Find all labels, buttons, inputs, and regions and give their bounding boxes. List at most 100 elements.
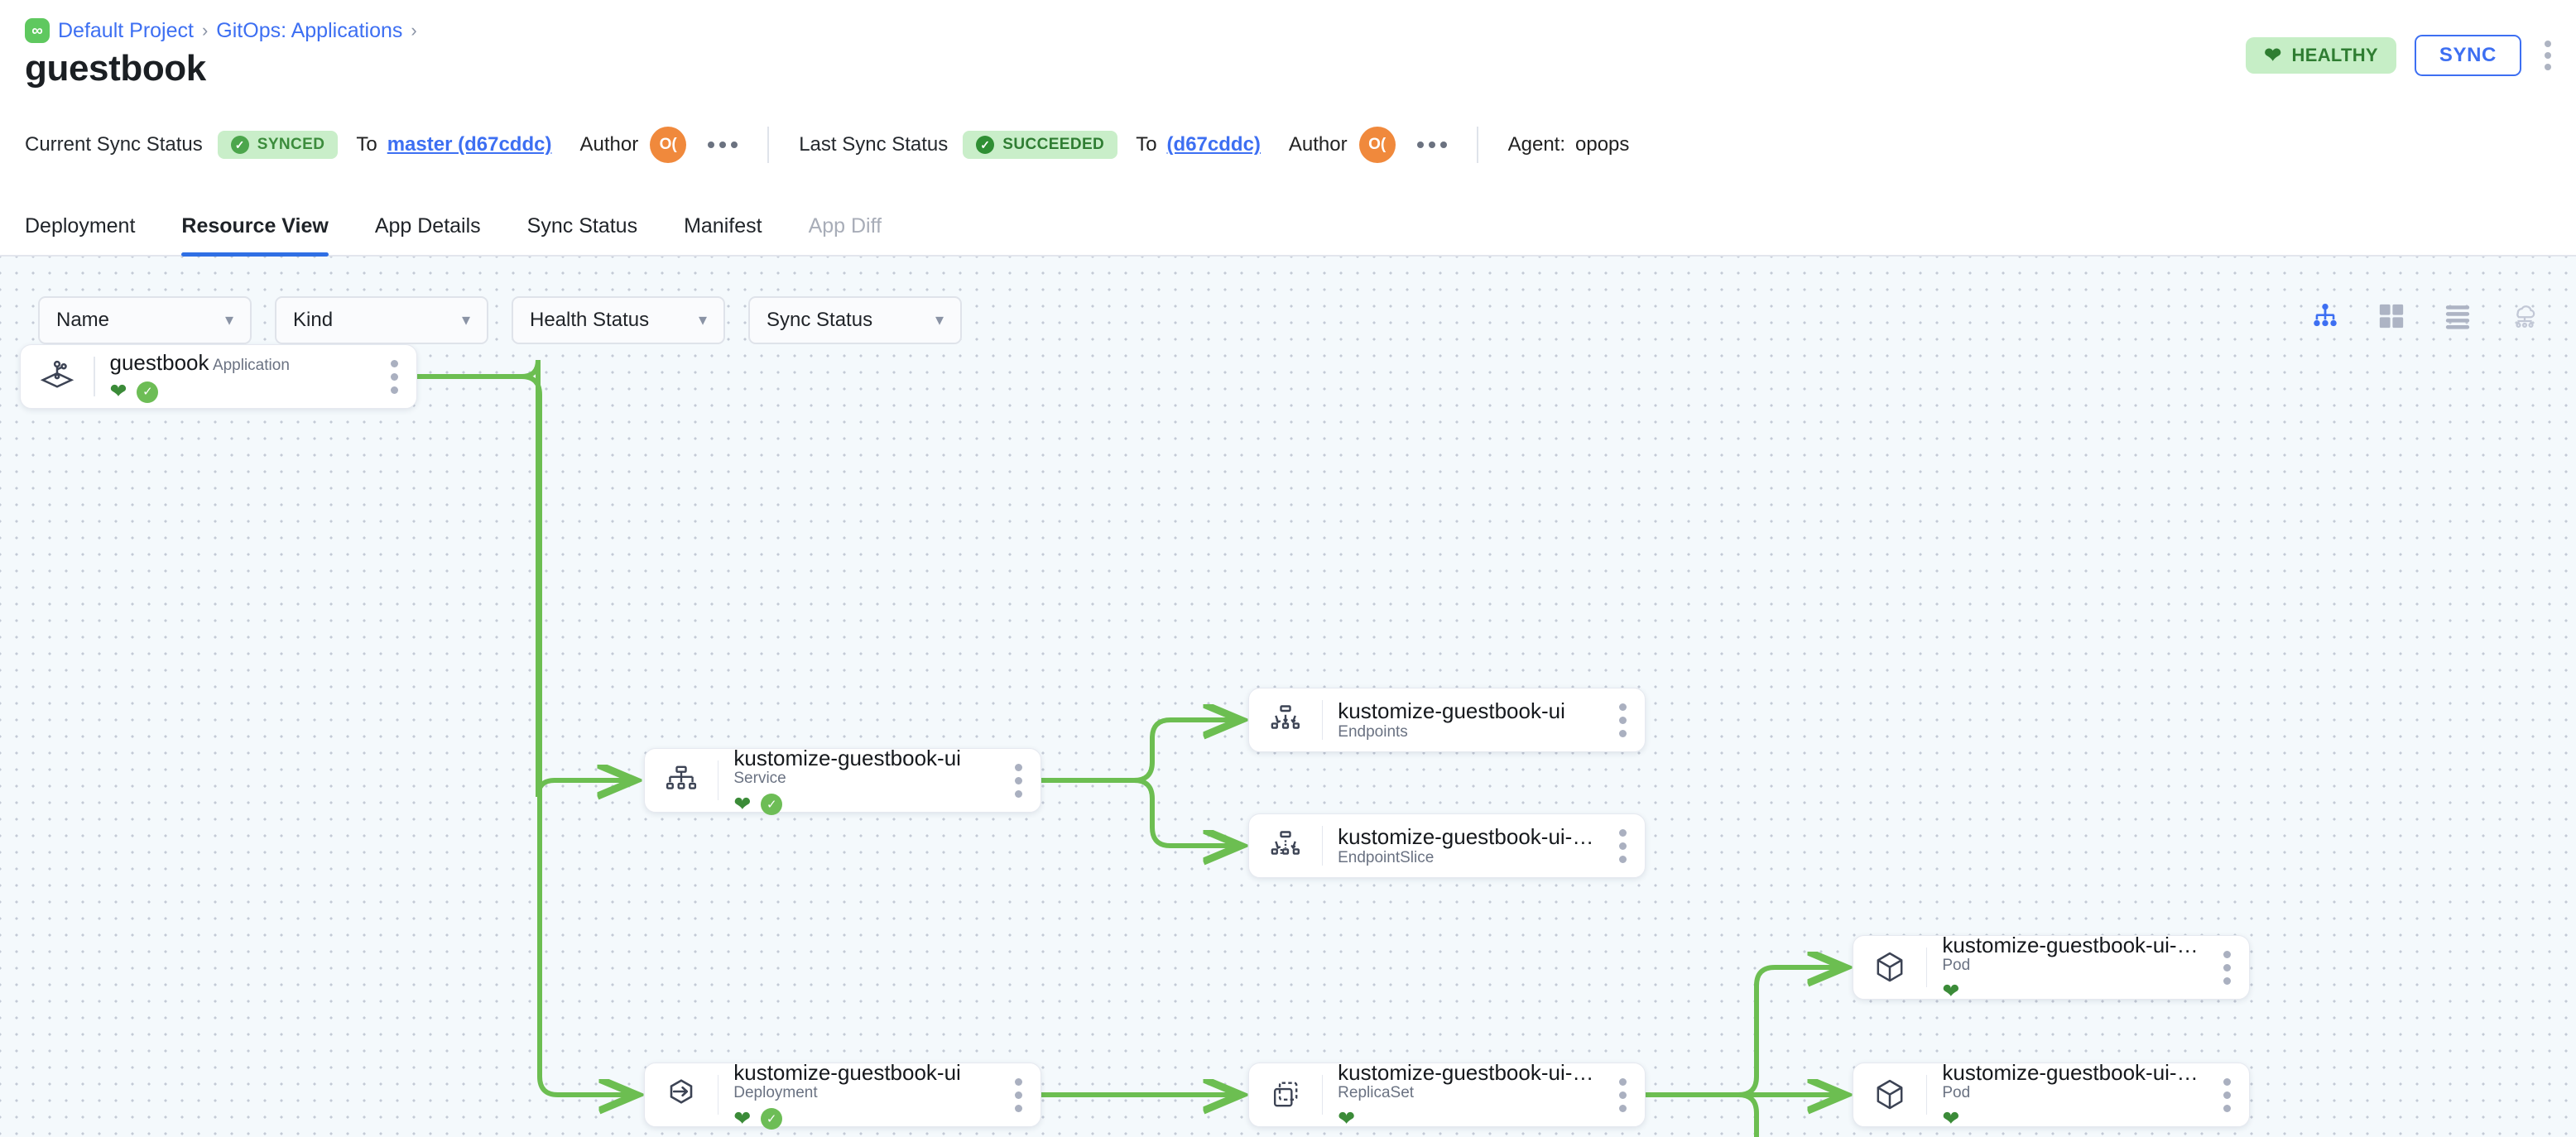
graph-node-deployment[interactable]: kustomize-guestbook-ui Deployment ❤ ✓	[644, 1060, 1041, 1130]
graph-node-endpoints[interactable]: kustomize-guestbook-ui Endpoints	[1248, 688, 1646, 752]
graph-node-application[interactable]: guestbook Application ❤ ✓	[20, 344, 417, 409]
graph-node-replicaset[interactable]: kustomize-guestbook-ui-… ReplicaSet ❤	[1248, 1060, 1646, 1130]
node-badges: ❤ ✓	[733, 1108, 995, 1130]
last-sync-status-label: Last Sync Status	[799, 133, 949, 156]
divider	[94, 357, 95, 396]
node-content: guestbook Application ❤ ✓	[95, 350, 383, 403]
current-sync-more-icon[interactable]	[708, 142, 738, 148]
current-sync-status-value: SYNCED	[257, 136, 325, 153]
divider	[1322, 700, 1324, 740]
tab-sync-status[interactable]: Sync Status	[526, 214, 638, 237]
node-kind: Endpoints	[1338, 722, 1408, 741]
node-name: kustomize-guestbook-ui-…	[1942, 932, 2199, 957]
header-actions: ❤ HEALTHY SYNC	[2246, 35, 2556, 76]
node-name: kustomize-guestbook-ui	[733, 745, 961, 770]
filter-sync-status-label: Sync Status	[767, 309, 873, 331]
node-content: kustomize-guestbook-ui Deployment ❤ ✓	[718, 1060, 1007, 1130]
breadcrumb-link-gitops-applications[interactable]: GitOps: Applications	[216, 18, 403, 42]
service-icon	[645, 762, 718, 799]
heart-icon: ❤	[733, 1106, 752, 1130]
heart-icon: ❤	[733, 792, 752, 816]
filter-bar: Name ▾ Kind ▾ Health Status ▾ Sync Statu…	[38, 296, 962, 344]
header-overflow-menu-icon[interactable]	[2540, 37, 2556, 74]
node-menu-icon[interactable]	[1611, 703, 1645, 737]
circle-check-icon: ✓	[761, 1108, 783, 1130]
network-view-icon[interactable]	[2510, 301, 2540, 331]
node-name: kustomize-guestbook-ui-…	[1338, 1059, 1594, 1085]
node-badges: ❤ ✓	[110, 381, 372, 403]
breadcrumb-separator-icon: ›	[411, 20, 417, 41]
node-menu-icon[interactable]	[382, 359, 416, 394]
tab-app-details[interactable]: App Details	[374, 214, 481, 237]
circle-check-icon: ✓	[137, 381, 159, 403]
last-revision-link[interactable]: (d67cddc)	[1166, 133, 1261, 156]
avatar: O(	[650, 127, 687, 163]
graph-node-pod-1[interactable]: kustomize-guestbook-ui-… Pod ❤	[1853, 933, 2250, 1003]
app-header: ∞ Default Project › GitOps: Applications…	[0, 0, 2576, 257]
pod-icon	[1853, 1076, 1926, 1114]
heart-icon: ❤	[1942, 1106, 1960, 1130]
last-sync-status-value: SUCCEEDED	[1002, 136, 1105, 153]
current-sync-status-label: Current Sync Status	[25, 133, 203, 156]
filter-health-status-select[interactable]: Health Status ▾	[512, 296, 725, 344]
tree-view-icon[interactable]	[2311, 302, 2339, 330]
node-name: kustomize-guestbook-ui	[733, 1059, 961, 1085]
current-revision-link[interactable]: master (d67cddc)	[387, 133, 552, 156]
grid-view-icon[interactable]	[2377, 302, 2405, 330]
graph-node-pod-2[interactable]: kustomize-guestbook-ui-… Pod ❤	[1853, 1059, 2250, 1130]
graph-edges	[415, 359, 2576, 1137]
node-menu-icon[interactable]	[1007, 1077, 1040, 1112]
node-menu-icon[interactable]	[2215, 1077, 2249, 1112]
tab-resource-view[interactable]: Resource View	[158, 214, 351, 257]
node-badges: ❤	[1942, 1108, 2204, 1130]
node-kind: Deployment	[733, 1084, 818, 1102]
node-name: kustomize-guestbook-ui-…	[1338, 824, 1594, 850]
node-name: guestbook	[109, 350, 209, 376]
breadcrumb: ∞ Default Project › GitOps: Applications…	[25, 18, 417, 43]
node-badges: ❤	[1338, 1108, 1599, 1130]
divider	[767, 127, 770, 163]
heart-icon: ❤	[1942, 979, 1960, 1003]
node-content: kustomize-guestbook-ui-… ReplicaSet ❤	[1323, 1060, 1611, 1130]
filter-name-select[interactable]: Name ▾	[38, 296, 252, 344]
page-title: guestbook	[25, 48, 206, 89]
node-kind: Pod	[1942, 1084, 1971, 1102]
node-content: kustomize-guestbook-ui Endpoints	[1323, 698, 1611, 741]
current-author-label: Author	[579, 133, 639, 156]
tab-deployment[interactable]: Deployment	[25, 214, 136, 237]
pod-icon	[1853, 948, 1926, 986]
node-kind: Pod	[1942, 957, 1971, 975]
divider	[1322, 826, 1324, 866]
node-menu-icon[interactable]	[2215, 950, 2249, 985]
heart-icon: ❤	[1338, 1106, 1356, 1130]
node-content: kustomize-guestbook-ui-… EndpointSlice	[1323, 824, 1611, 867]
circle-check-icon: ✓	[976, 136, 995, 154]
breadcrumb-separator-icon: ›	[201, 20, 209, 41]
tab-manifest[interactable]: Manifest	[684, 214, 762, 237]
node-kind: EndpointSlice	[1338, 848, 1435, 866]
last-sync-more-icon[interactable]	[1416, 142, 1447, 148]
resource-graph-canvas[interactable]: Name ▾ Kind ▾ Health Status ▾ Sync Statu…	[0, 257, 2576, 1137]
node-menu-icon[interactable]	[1611, 828, 1645, 863]
node-menu-icon[interactable]	[1007, 763, 1040, 798]
breadcrumb-link-default-project[interactable]: Default Project	[58, 18, 194, 42]
chevron-down-icon: ▾	[461, 311, 470, 329]
agent-value: opops	[1575, 133, 1630, 156]
deployment-icon	[645, 1075, 718, 1115]
filter-kind-select[interactable]: Kind ▾	[275, 296, 488, 344]
graph-node-endpointslice[interactable]: kustomize-guestbook-ui-… EndpointSlice	[1248, 813, 1646, 878]
node-content: kustomize-guestbook-ui-… Pod ❤	[1927, 933, 2215, 1003]
node-badges: ❤	[1942, 981, 2204, 1002]
node-name: kustomize-guestbook-ui-…	[1942, 1059, 2199, 1085]
heart-icon: ❤	[2264, 43, 2282, 67]
node-kind: Service	[733, 770, 786, 788]
node-menu-icon[interactable]	[1611, 1077, 1645, 1112]
node-kind: Application	[212, 357, 290, 375]
list-view-icon[interactable]	[2444, 302, 2472, 330]
filter-sync-status-select[interactable]: Sync Status ▾	[748, 296, 962, 344]
graph-node-service[interactable]: kustomize-guestbook-ui Service ❤ ✓	[644, 745, 1041, 816]
sync-button[interactable]: SYNC	[2414, 35, 2521, 76]
sync-status-bar: Current Sync Status ✓ SYNCED To master (…	[0, 118, 2576, 172]
circle-check-icon: ✓	[761, 794, 783, 816]
argo-logo-icon: ∞	[25, 18, 50, 43]
